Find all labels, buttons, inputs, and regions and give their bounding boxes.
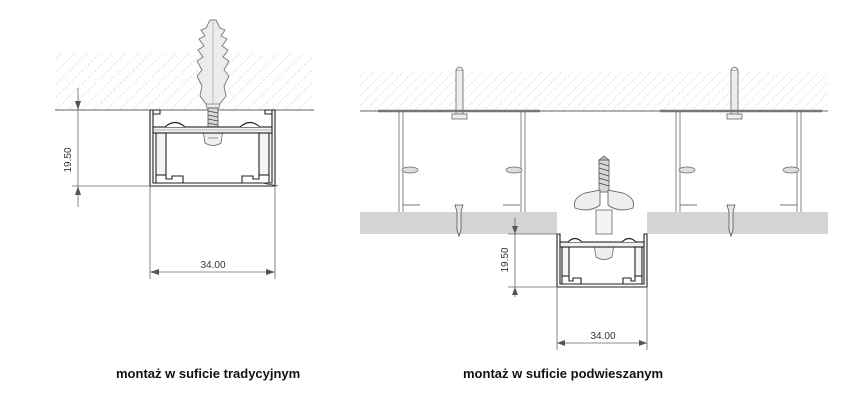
left-caption: montaż w suficie tradycyjnym	[116, 366, 301, 381]
right-height-dimension	[508, 218, 557, 297]
right-ceiling-slab	[360, 72, 828, 112]
left-width-dimension	[149, 186, 276, 279]
right-led-profile	[556, 233, 648, 288]
right-width-dimension	[556, 287, 648, 350]
right-suspended-mount: 19.50 34.00	[360, 66, 828, 350]
right-height-label: 19.50	[500, 247, 511, 272]
left-led-profile	[149, 109, 279, 187]
right-board-screws-icon	[454, 204, 736, 238]
right-ceiling-anchor-left-icon	[451, 66, 468, 120]
left-traditional-mount: 19.50 34.00	[55, 19, 314, 279]
left-ceiling-slab	[55, 52, 314, 111]
left-height-label: 19.50	[63, 147, 74, 172]
right-ceiling-anchor-right-icon	[726, 66, 743, 120]
right-frame-clips	[401, 166, 800, 174]
left-height-dimension	[72, 88, 150, 207]
right-plasterboard	[360, 212, 828, 234]
right-caption: montaż w suficie podwieszanym	[463, 366, 664, 381]
left-width-label: 34.00	[200, 260, 225, 271]
right-width-label: 34.00	[590, 331, 615, 342]
